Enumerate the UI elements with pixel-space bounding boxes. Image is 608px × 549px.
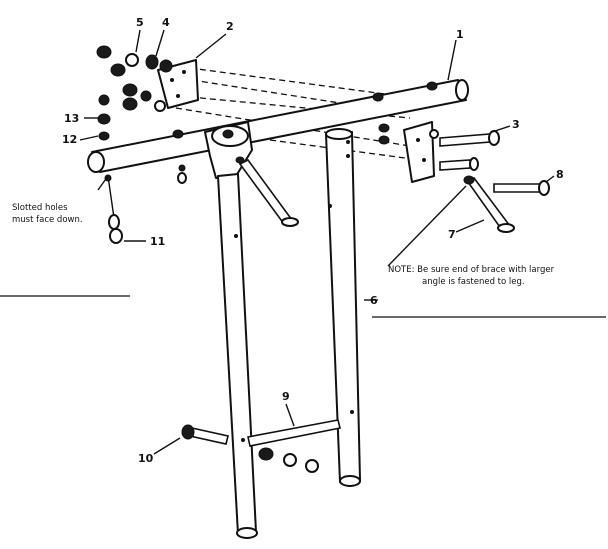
callout-3: 3	[512, 118, 520, 131]
callout-12: 12	[62, 133, 77, 146]
callout-6: 6	[370, 294, 378, 307]
leg-right	[325, 128, 361, 487]
bracket-plate-right	[403, 121, 435, 183]
brace-center	[238, 158, 299, 227]
leader-lines	[79, 29, 555, 455]
center-hanger	[177, 164, 187, 184]
top-bar-tube	[87, 79, 469, 173]
bolt-brace	[493, 180, 550, 196]
brace-note-line2: angle is fastened to leg.	[422, 277, 525, 287]
brace-right	[463, 175, 515, 233]
nuts-and-washers-top	[96, 45, 173, 112]
leg-left	[217, 173, 258, 539]
slotted-holes-note-line2: must face down.	[12, 215, 83, 225]
callout-11: 11	[150, 235, 165, 248]
cross-bar	[247, 419, 341, 447]
callout-2: 2	[226, 20, 234, 33]
callout-4: 4	[162, 16, 170, 29]
slotted-holes-note-line1: Slotted holes	[12, 203, 68, 213]
callout-5: 5	[136, 16, 144, 29]
callout-7: 7	[448, 228, 456, 241]
callout-8: 8	[556, 168, 564, 181]
callout-13: 13	[64, 112, 79, 125]
brace-note-line1: NOTE: Be sure end of brace with larger	[388, 265, 555, 275]
nuts-left	[97, 94, 111, 141]
callout-1: 1	[456, 28, 464, 41]
callout-9: 9	[282, 390, 290, 403]
bolt-crossbar	[181, 424, 319, 473]
swing-hanger	[104, 174, 123, 244]
callout-10: 10	[138, 452, 154, 465]
bolts-right	[378, 123, 500, 171]
